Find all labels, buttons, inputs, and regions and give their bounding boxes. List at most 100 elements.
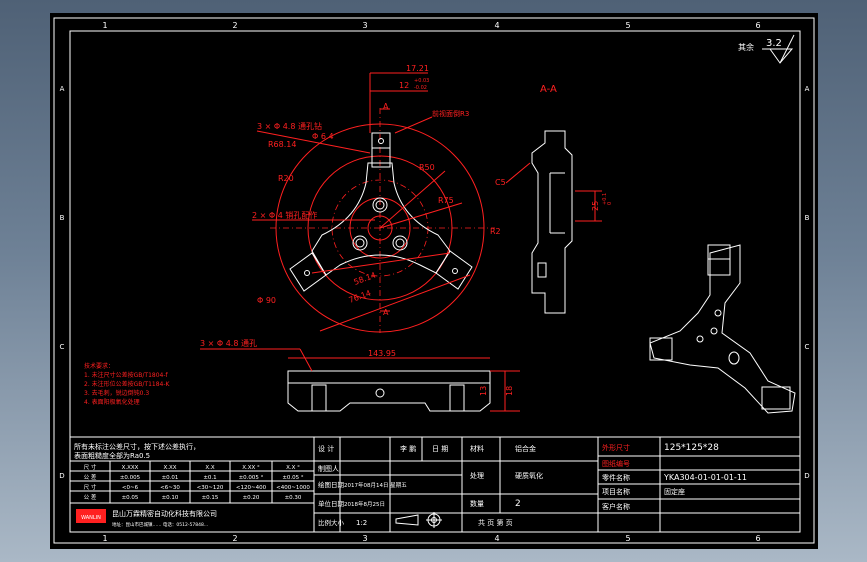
dim-25-tol-upper: +0.1 bbox=[602, 193, 608, 205]
tb-design-name: 李 鹏 bbox=[400, 444, 416, 453]
dim-58-14: 58.14 bbox=[353, 271, 378, 287]
tb-scale-label: 比例大小 bbox=[318, 518, 345, 527]
dim-r50: R50 bbox=[419, 163, 435, 172]
section-mark-bottom: A bbox=[383, 308, 389, 317]
tb-surface-label: 处理 bbox=[470, 471, 484, 480]
tol-cell: ±0.005 bbox=[120, 475, 141, 481]
tb-unit-label: 单位日期 bbox=[318, 499, 345, 508]
roughness-check-icon bbox=[762, 48, 794, 64]
tb-page-label: 共 页 第 页 bbox=[478, 518, 513, 527]
side-dimensions: 3 × Φ 4.8 通孔 143.95 13 18 bbox=[200, 338, 520, 412]
dim-r2: R2 bbox=[490, 227, 501, 236]
dim-143-95: 143.95 bbox=[368, 349, 396, 358]
dim-phi-90: Φ 90 bbox=[257, 296, 276, 305]
tol-header: X.X ° bbox=[286, 465, 300, 471]
top-arm-tip bbox=[371, 132, 391, 168]
notes: 技术要求： 1. 未注尺寸公差按GB/T1804-f 2. 未注形位公差按GB/… bbox=[84, 362, 171, 406]
zone-number: 3 bbox=[362, 21, 367, 30]
note-top: 前视面倒R3 bbox=[432, 109, 469, 118]
tol-cell: ±0.10 bbox=[162, 495, 179, 501]
tb-project-label: 项目名称 bbox=[602, 487, 630, 496]
tb-surface-value: 硬质氧化 bbox=[515, 471, 543, 480]
zone-letters-left: A B C D bbox=[59, 85, 64, 480]
dim-r75: R75 bbox=[438, 196, 454, 205]
tol-cell: ±0.05 bbox=[122, 495, 139, 501]
zone-letter: C bbox=[60, 343, 65, 351]
dim-tol-upper: +0.03 bbox=[414, 78, 429, 84]
dim-r68-14: R68.14 bbox=[268, 140, 296, 149]
dim-76-14: 76.14 bbox=[348, 289, 373, 305]
tolerance-table: 所有未标注公差尺寸，按下述公差执行， 表面粗糙度全部为Ra0.5 尺 寸 X.X… bbox=[69, 436, 315, 533]
tb-time-value: 2017年08月14日 星期五 bbox=[344, 481, 407, 489]
zone-letters-right: A B C D bbox=[804, 85, 809, 480]
zone-numbers-bottom: 1 2 3 4 5 6 bbox=[102, 534, 760, 543]
note-line: 技术要求： bbox=[84, 362, 114, 370]
front-view bbox=[270, 108, 495, 333]
tol-cell: <120~400 bbox=[236, 485, 267, 491]
dim-25: 25 bbox=[591, 201, 600, 211]
zone-letter: B bbox=[60, 214, 65, 222]
tol-cell: <6~30 bbox=[160, 485, 180, 491]
tb-drawing-no-label: 图纸编号 bbox=[602, 459, 630, 468]
tb-design-label: 设 计 bbox=[318, 444, 334, 453]
tol-cell: ±0.15 bbox=[202, 495, 219, 501]
note-line: 4. 表面阳极氧化处理 bbox=[84, 398, 140, 406]
zone-number: 3 bbox=[362, 534, 367, 543]
zone-number: 5 bbox=[625, 534, 630, 543]
tb-material-value: 铝合金 bbox=[515, 444, 536, 453]
front-dimensions: 17.21 12 +0.03 -0.02 A A 3 × Φ 4.8 通孔钻 Φ… bbox=[252, 64, 501, 332]
dim-tol-lower: -0.02 bbox=[414, 85, 427, 91]
roughness-label: 其余 bbox=[738, 42, 754, 52]
zone-letter: A bbox=[60, 85, 65, 93]
tb-modeler-label: 制图人 bbox=[318, 464, 339, 473]
tol-cell: 公 差 bbox=[84, 473, 97, 481]
dim-12: 12 bbox=[399, 81, 409, 90]
dim-r20: R20 bbox=[278, 174, 294, 183]
tol-cell: ±0.1 bbox=[203, 475, 216, 481]
company-logo-text: WANLIN bbox=[81, 515, 101, 521]
section-outline bbox=[531, 130, 573, 314]
tol-header: X.XX ° bbox=[242, 465, 260, 471]
tb-qty-label: 数量 bbox=[470, 499, 484, 508]
zone-number: 4 bbox=[494, 534, 499, 543]
dim-holes-3: 3 × Φ 4.8 通孔 bbox=[200, 338, 257, 348]
tol-header: 尺 寸 bbox=[84, 463, 97, 471]
zone-letter: A bbox=[805, 85, 810, 93]
tol-header: X.XX bbox=[163, 465, 176, 471]
zone-number: 2 bbox=[232, 21, 237, 30]
tb-qty-value: 2 bbox=[515, 499, 521, 509]
zone-number: 2 bbox=[232, 534, 237, 543]
tol-intro: 所有未标注公差尺寸，按下述公差执行， bbox=[74, 442, 200, 451]
zone-number: 5 bbox=[625, 21, 630, 30]
tb-part-name-label: 零件名称 bbox=[602, 473, 630, 482]
dim-holes-1b: Φ 6.4 bbox=[312, 132, 334, 141]
zone-number: 6 bbox=[755, 534, 760, 543]
outer-frame bbox=[53, 17, 815, 544]
tol-header: X.X bbox=[205, 465, 215, 471]
zone-number: 1 bbox=[102, 534, 107, 543]
right-arm-tip bbox=[435, 250, 473, 290]
roughness-symbol: 其余 3.2 bbox=[738, 34, 795, 64]
tol-cell: 尺 寸 bbox=[84, 483, 97, 491]
tb-customer-label: 客户名称 bbox=[602, 502, 630, 511]
note-line: 2. 未注形位公差按GB/T1184-K bbox=[84, 380, 171, 388]
dim-c5: C5 bbox=[495, 178, 506, 187]
company-name: 昆山万霖精密自动化科技有限公司 bbox=[112, 509, 217, 518]
note-line: 1. 未注尺寸公差按GB/T1804-f bbox=[84, 371, 169, 379]
note-line: 3. 去毛刺，锐边倒钝0.3 bbox=[84, 389, 149, 397]
zone-letter: B bbox=[805, 214, 810, 222]
dim-25-tol-lower: 0 bbox=[607, 202, 613, 205]
tol-cell: ±0.005 ° bbox=[239, 475, 264, 481]
tol-cell: ±0.20 bbox=[243, 495, 260, 501]
left-arm-tip bbox=[289, 252, 327, 292]
zone-letter: D bbox=[804, 472, 809, 480]
tb-size-label: 外形尺寸 bbox=[602, 443, 630, 452]
cad-drawing: 1 2 3 4 5 6 1 2 3 4 5 6 A B C D A B C D … bbox=[53, 17, 815, 544]
drawing-sheet: 1 2 3 4 5 6 1 2 3 4 5 6 A B C D A B C D … bbox=[50, 13, 818, 549]
dim-18: 18 bbox=[505, 386, 514, 396]
dim-holes-1: 3 × Φ 4.8 通孔钻 bbox=[257, 121, 322, 131]
zone-number: 6 bbox=[755, 21, 760, 30]
dim-17-21: 17.21 bbox=[406, 64, 429, 73]
side-view bbox=[287, 370, 491, 412]
tb-time-label: 绘图日期 bbox=[318, 480, 345, 489]
